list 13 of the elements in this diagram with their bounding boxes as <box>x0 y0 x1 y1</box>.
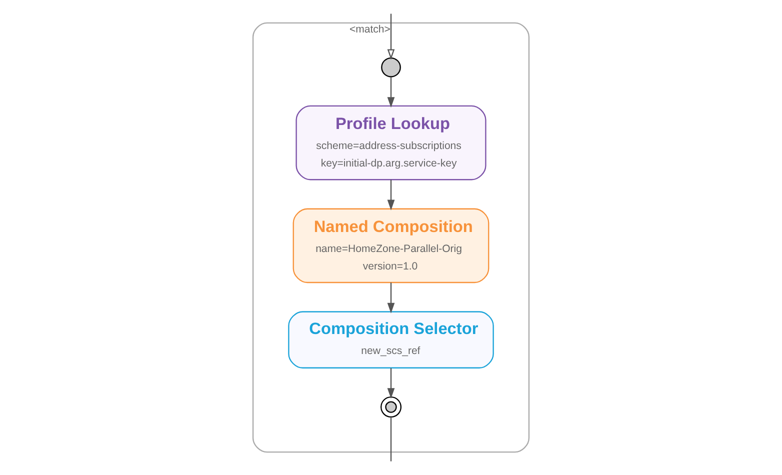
arrow <box>387 14 395 60</box>
arrow <box>387 368 395 399</box>
arrow <box>387 180 395 210</box>
node-box: Named Composition name=HomeZone-Parallel-Orig version=1.0 <box>292 208 490 284</box>
node-circle <box>380 396 402 418</box>
arrow <box>387 76 395 108</box>
node-box: Profile Lookup scheme=address-subscriptions key=initial-dp.arg.service-key <box>296 105 486 180</box>
cluster <box>252 22 530 453</box>
arrow <box>387 282 395 314</box>
edge-label: <match> <box>349 24 390 36</box>
node-box: Composition Selector new_scs_ref <box>288 311 494 368</box>
node-circle <box>381 57 401 78</box>
connector <box>390 417 392 462</box>
